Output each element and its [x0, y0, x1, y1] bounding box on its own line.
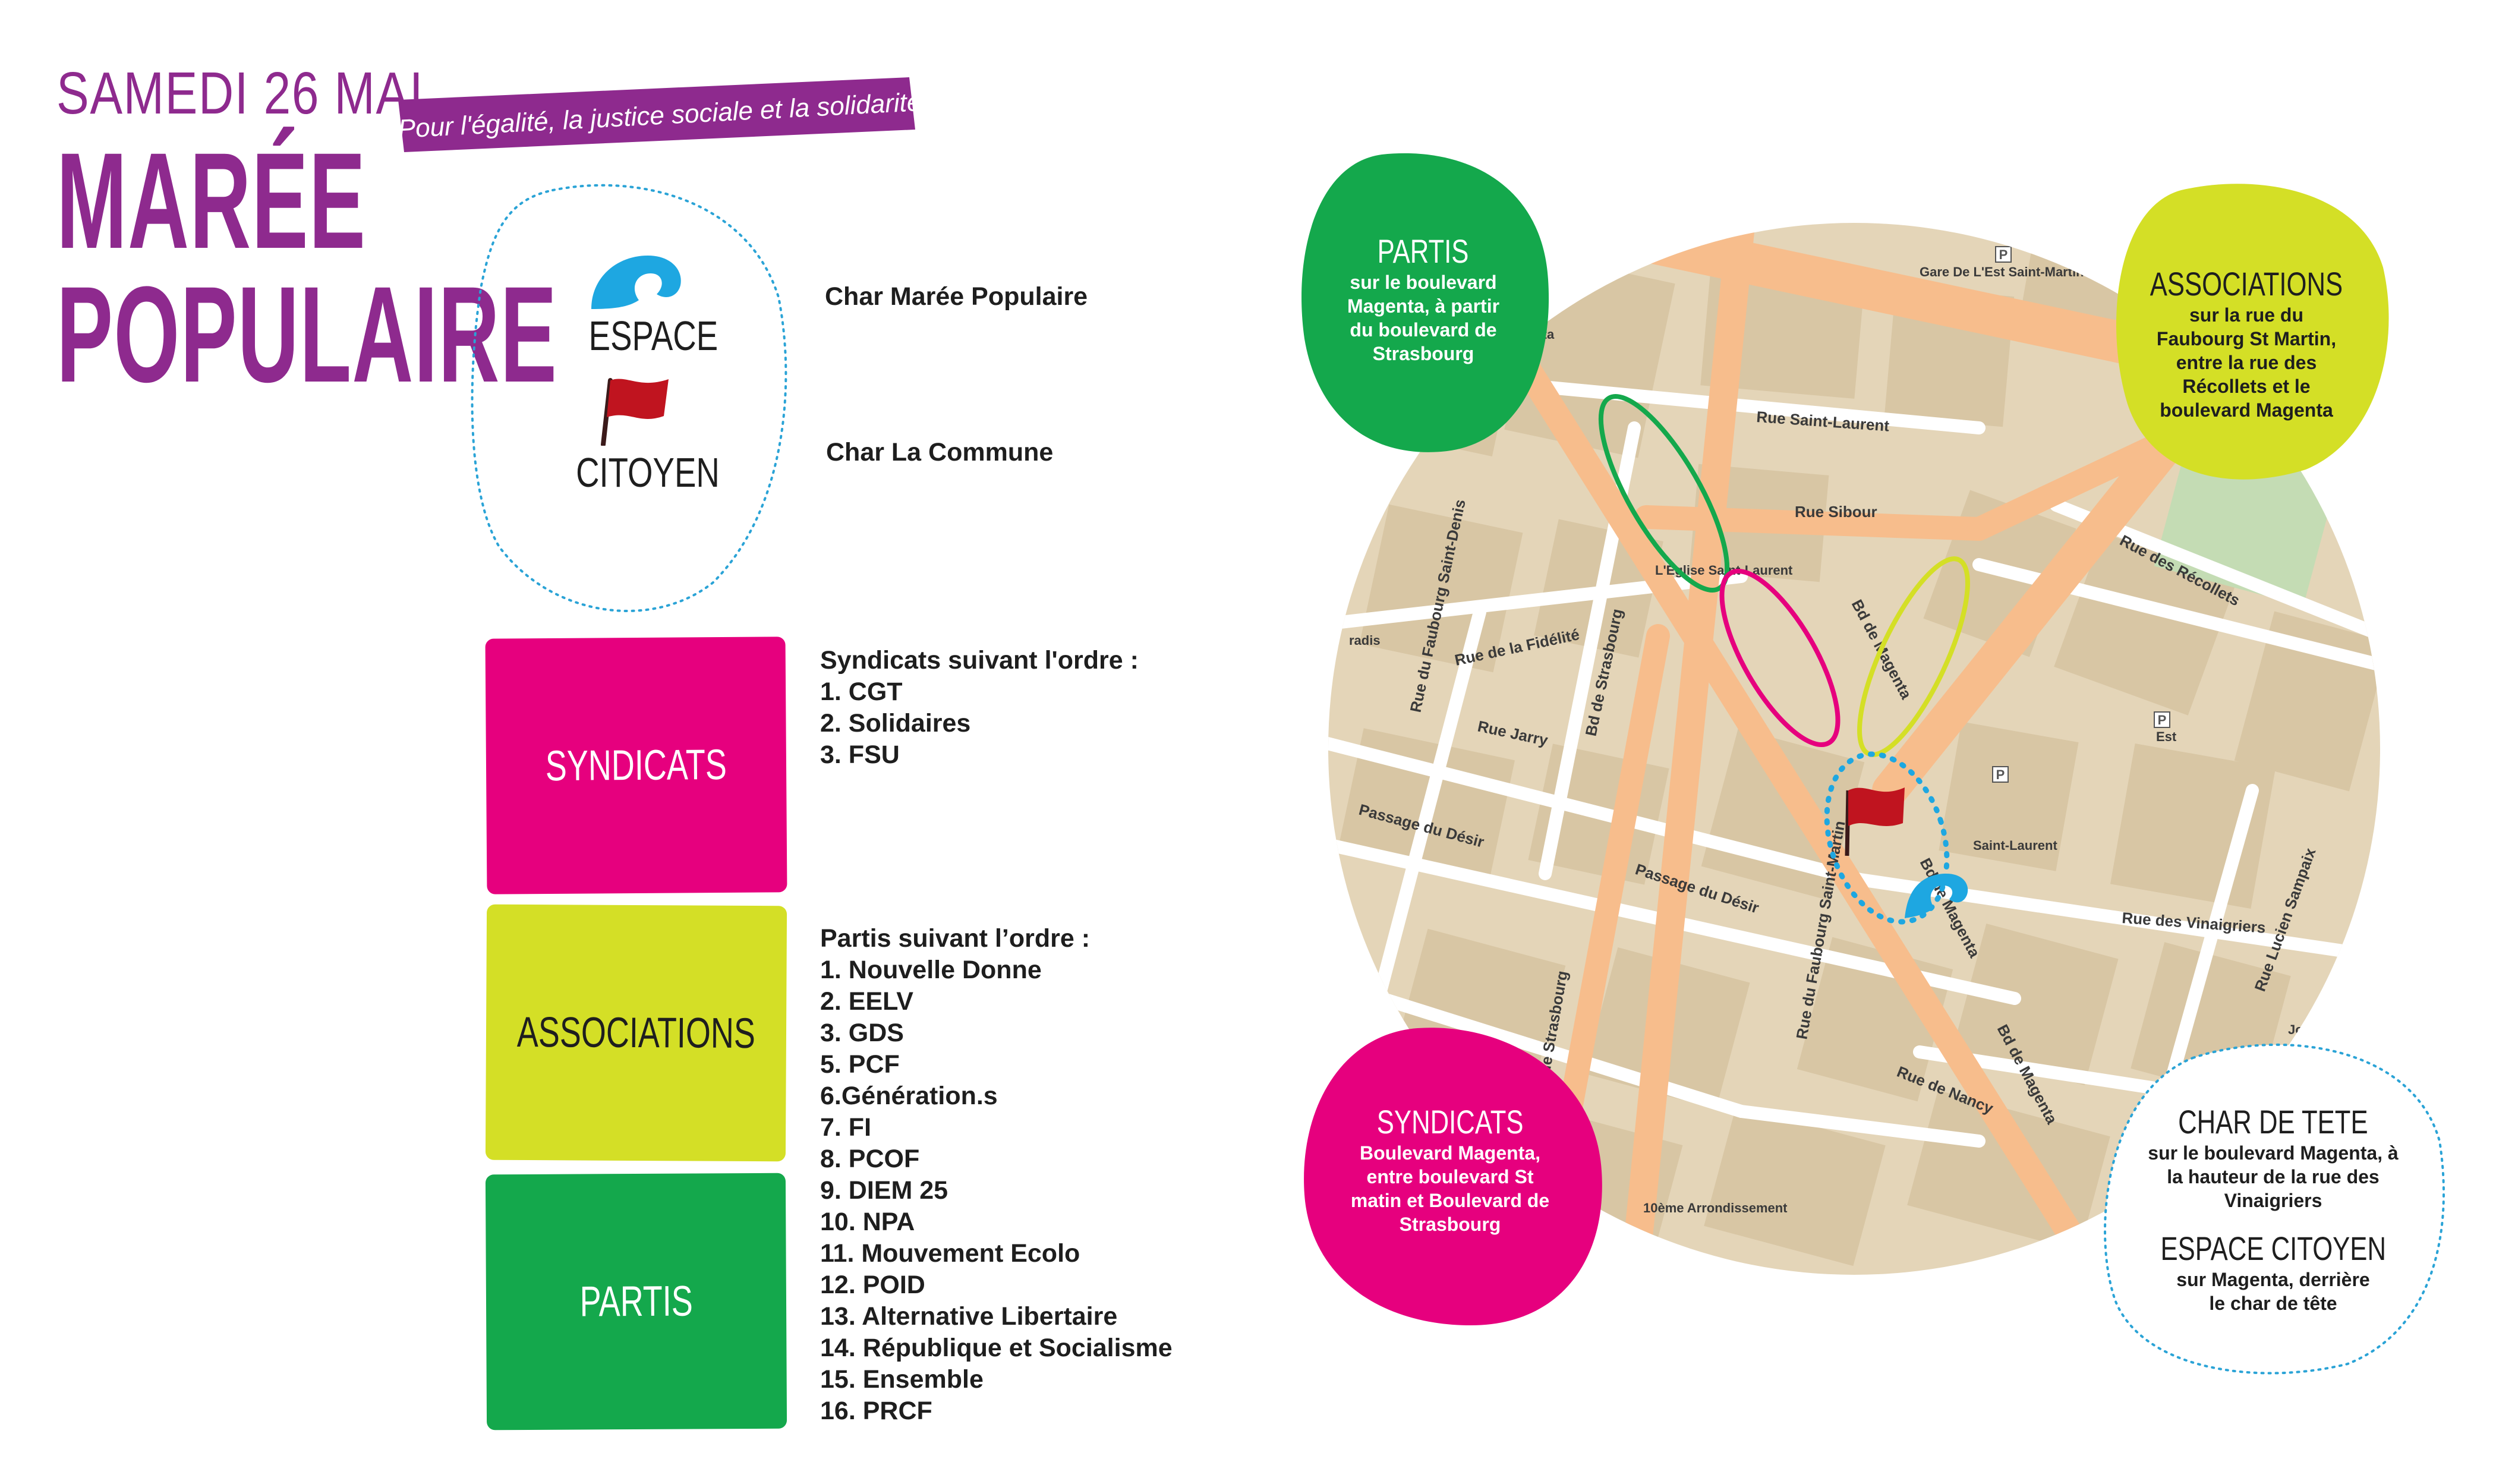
svg-text:10ème Arrondissement: 10ème Arrondissement — [1643, 1201, 1788, 1215]
espace-citoyen-callout-title: ESPACE CITOYEN — [2160, 1230, 2386, 1267]
wave-icon — [591, 256, 681, 309]
list-item: 1. CGT — [820, 678, 903, 706]
event-date: SAMEDI 26 MAI — [56, 60, 424, 127]
list-item: 6.Génération.s — [820, 1082, 998, 1110]
partis-callout-desc: sur le boulevard Magenta, à partir du bo… — [1347, 272, 1500, 364]
list-item: 10. NPA — [820, 1208, 915, 1236]
syndicats-zone-ellipse — [1719, 568, 1841, 748]
list-item: 13. Alternative Libertaire — [820, 1302, 1118, 1331]
map-wave-icon — [1905, 874, 1968, 918]
page-title: MARÉE POPULAIRE — [56, 124, 558, 411]
partis-list: Partis suivant l’ordre : 1. Nouvelle Don… — [820, 923, 1173, 1427]
tagline-banner — [398, 77, 915, 152]
associations-callout-title: ASSOCIATIONS — [2150, 265, 2343, 303]
list-item: 2. Solidaires — [820, 709, 971, 738]
list-item: 7. FI — [820, 1113, 872, 1142]
list-item: 9. DIEM 25 — [820, 1176, 948, 1205]
associations-callout-desc: sur la rue du Faubourg St Martin, entre … — [2156, 304, 2337, 421]
associations-callout: ASSOCIATIONS sur la rue du Faubourg St M… — [2122, 264, 2371, 422]
espace-citoyen-zone-ellipse — [1824, 751, 1950, 925]
list-item: 3. FSU — [820, 741, 900, 769]
svg-text:Jar: Jar — [2339, 499, 2358, 514]
svg-text:P: P — [1996, 767, 2005, 782]
svg-text:Est: Est — [2156, 729, 2177, 744]
svg-text:P: P — [2158, 713, 2167, 727]
parking-markers: P P P — [1992, 246, 2170, 783]
partis-callout: PARTIS sur le boulevard Magenta, à parti… — [1313, 232, 1533, 366]
partis-list-heading: Partis suivant l’ordre : — [820, 924, 1091, 953]
red-flag-icon — [601, 378, 669, 446]
svg-text:Gare De L'Est Saint-Martin: Gare De L'Est Saint-Martin — [1920, 264, 2084, 279]
svg-text:Rue Sibour: Rue Sibour — [1795, 503, 1877, 521]
list-item: 3. GDS — [820, 1019, 904, 1047]
syndicats-callout: SYNDICATS Boulevard Magenta, entre boule… — [1319, 1102, 1581, 1236]
list-item: 14. République et Socialisme — [820, 1334, 1173, 1362]
list-item: 1. Nouvelle Donne — [820, 956, 1042, 984]
syndicats-callout-blob — [1304, 1028, 1602, 1325]
partis-callout-blob — [1301, 153, 1549, 452]
espace-citoyen-callout-desc: sur Magenta, derrière le char de tête — [2176, 1269, 2370, 1314]
svg-text:radis: radis — [1349, 633, 1381, 648]
partis-box-label: PARTIS — [579, 1277, 693, 1326]
citoyen-label: CITOYEN — [576, 449, 720, 496]
partis-box: PARTIS — [485, 1173, 787, 1431]
char-tete-callout-desc: sur le boulevard Magenta, à la hauteur d… — [2148, 1142, 2399, 1211]
char-tete-callout: CHAR DE TETE sur le boulevard Magenta, à… — [2128, 1102, 2419, 1315]
associations-callout-blob — [2116, 184, 2389, 480]
syndicats-list-heading: Syndicats suivant l'ordre : — [820, 646, 1139, 675]
syndicats-box-label: SYNDICATS — [545, 741, 727, 790]
syndicats-box: SYNDICATS — [485, 637, 787, 894]
char-maree-label: Char Marée Populaire — [825, 282, 1088, 311]
char-tete-callout-title: CHAR DE TETE — [2178, 1103, 2368, 1140]
syndicats-callout-desc: Boulevard Magenta, entre boulevard St ma… — [1350, 1142, 1550, 1235]
associations-box-label: ASSOCIATIONS — [516, 1008, 756, 1058]
list-item: 8. PCOF — [820, 1145, 920, 1173]
char-commune-label: Char La Commune — [826, 438, 1054, 467]
list-item: 11. Mouvement Ecolo — [820, 1239, 1080, 1268]
espace-label: ESPACE — [588, 313, 718, 359]
list-item: 2. EELV — [820, 987, 913, 1016]
syndicats-list: Syndicats suivant l'ordre : 1. CGT 2. So… — [820, 645, 1139, 771]
list-item: 5. PCF — [820, 1050, 900, 1079]
list-item: 15. Ensemble — [820, 1365, 984, 1394]
svg-text:Saint-Laurent: Saint-Laurent — [1973, 838, 2057, 853]
partis-callout-title: PARTIS — [1378, 232, 1469, 270]
svg-text:P: P — [1999, 247, 2008, 262]
list-item: 12. POID — [820, 1271, 925, 1299]
associations-box: ASSOCIATIONS — [485, 904, 787, 1162]
partis-zone-ellipse — [1598, 394, 1730, 593]
espace-citoyen-dotted-frame — [471, 184, 787, 612]
list-item: 16. PRCF — [820, 1397, 932, 1425]
char-tete-callout-blob — [2104, 1043, 2445, 1375]
map-red-flag-icon — [1845, 787, 1905, 856]
syndicats-callout-title: SYNDICATS — [1376, 1103, 1524, 1140]
